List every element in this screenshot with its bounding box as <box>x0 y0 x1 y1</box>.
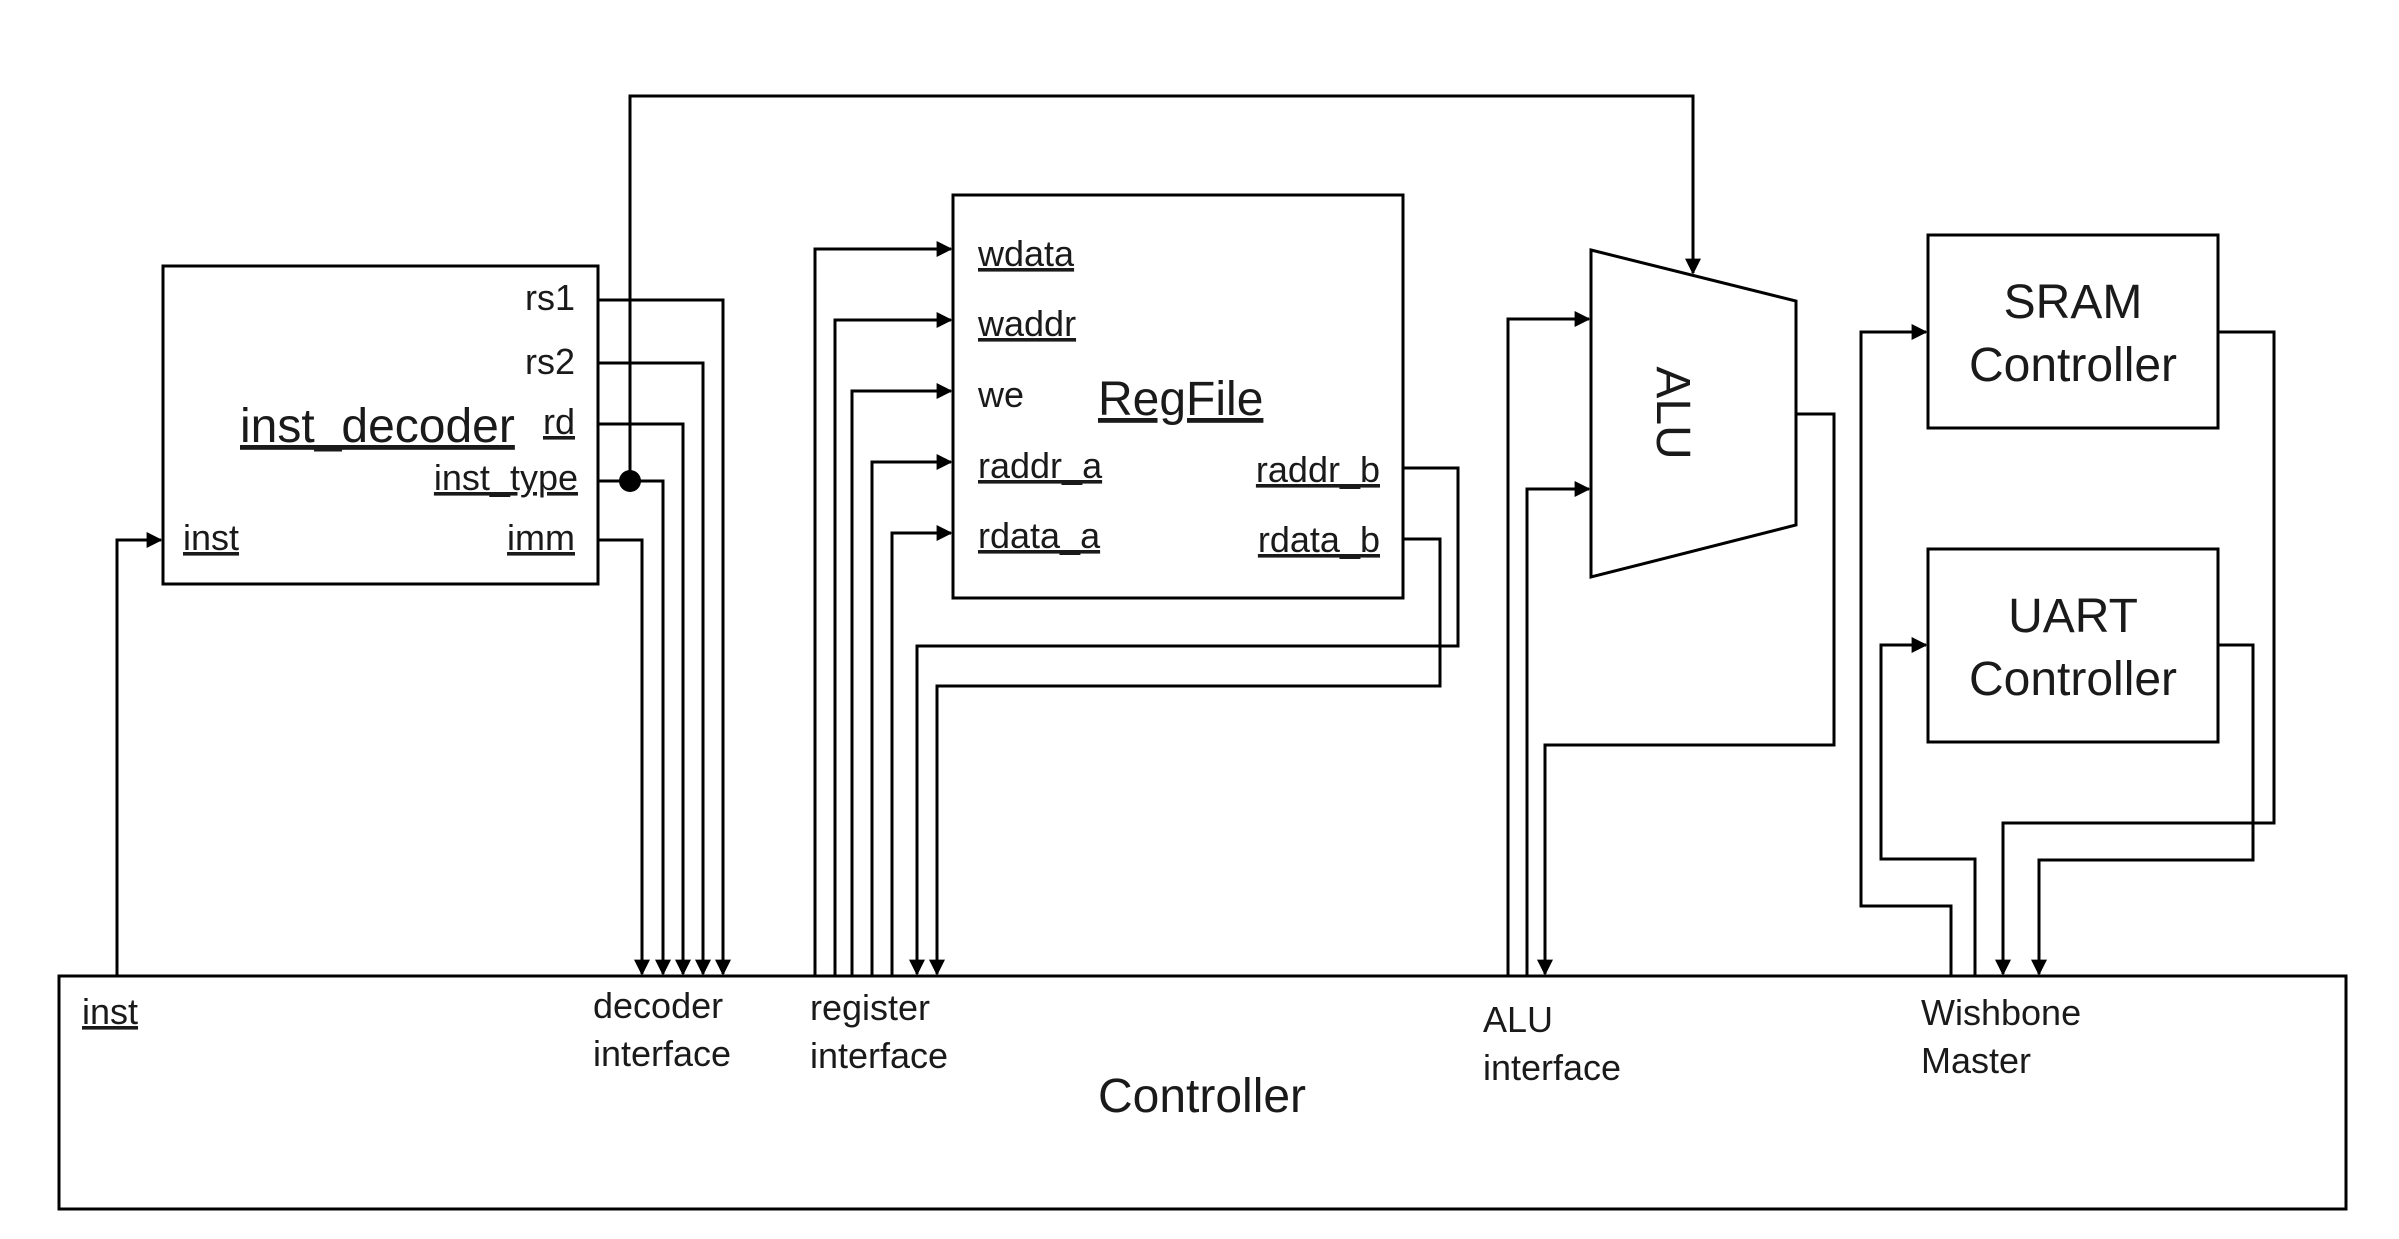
port-rs2: rs2 <box>525 341 575 382</box>
port-rs1: rs1 <box>525 277 575 318</box>
alu-interface-line1: ALU <box>1483 999 1553 1040</box>
port-rd: rd <box>543 401 575 442</box>
controller-port-inst: inst <box>82 991 138 1032</box>
sram-controller-block: SRAM Controller <box>1926 233 2220 430</box>
inst-decoder-box <box>161 264 600 586</box>
wire-rdata-b <box>929 537 1442 976</box>
port-raddr-a: raddr_a <box>978 445 1103 486</box>
wire-alu-in-b <box>1525 481 1591 976</box>
port-raddr-b: raddr_b <box>1256 449 1380 490</box>
alu-interface-line2: interface <box>1483 1047 1621 1088</box>
wire-rs1 <box>598 298 731 976</box>
port-rdata-b: rdata_b <box>1258 519 1380 560</box>
regfile-block: RegFile wdata waddr we raddr_a rdata_a r… <box>951 193 1405 600</box>
alu-trapezoid <box>1589 248 1798 579</box>
port-inst-type: inst_type <box>434 457 578 498</box>
port-we: we <box>977 374 1024 415</box>
wire-alu-in-a <box>1506 311 1591 976</box>
regfile-title: RegFile <box>1098 373 1263 426</box>
controller-block: Controller inst decoder interface regist… <box>57 974 2348 1211</box>
uart-title-line2: Controller <box>1969 653 2177 706</box>
wire-from-uart <box>2031 643 2255 976</box>
controller-box <box>57 974 2348 1211</box>
alu-title: ALU <box>1646 366 1699 459</box>
sram-title-line1: SRAM <box>2004 276 2143 329</box>
wire-from-sram <box>1995 330 2276 976</box>
sram-title-line2: Controller <box>1969 339 2177 392</box>
uart-controller-block: UART Controller <box>1926 547 2220 744</box>
uart-title-line1: UART <box>2008 590 2138 643</box>
wire-raddr-a <box>870 454 953 976</box>
sram-controller-box <box>1926 233 2220 430</box>
wire-rdata-a <box>890 525 953 976</box>
wire-wdata <box>813 241 953 976</box>
uart-controller-box <box>1926 547 2220 744</box>
wire-to-sram <box>1859 324 1953 976</box>
port-waddr: waddr <box>977 303 1076 344</box>
decoder-interface-line1: decoder <box>593 985 723 1026</box>
wire-alu-out <box>1537 412 1836 976</box>
wishbone-master-line1: Wishbone <box>1921 992 2081 1033</box>
wires <box>115 94 2276 976</box>
wire-to-uart <box>1879 637 1977 976</box>
wishbone-master-line2: Master <box>1921 1040 2031 1081</box>
port-rdata-a: rdata_a <box>978 515 1101 556</box>
junction-dot <box>619 470 641 492</box>
alu-block: ALU <box>1589 248 1798 579</box>
wire-waddr <box>833 312 953 976</box>
wire-inst-type <box>598 479 671 976</box>
inst-decoder-title: inst_decoder <box>240 400 515 453</box>
decoder-interface-line2: interface <box>593 1033 731 1074</box>
wire-raddr-b <box>909 466 1460 976</box>
wire-rs2 <box>598 361 711 976</box>
regfile-box <box>951 193 1405 600</box>
controller-title: Controller <box>1098 1070 1306 1123</box>
inst-decoder-block: inst_decoder rs1 rs2 rd inst_type imm in… <box>161 264 600 586</box>
register-interface-line2: interface <box>810 1035 948 1076</box>
wire-inst <box>115 532 163 976</box>
register-interface-line1: register <box>810 987 930 1028</box>
wire-imm <box>598 538 650 976</box>
port-inst: inst <box>183 517 239 558</box>
wire-we <box>850 383 953 976</box>
port-wdata: wdata <box>977 233 1075 274</box>
wire-inst-type-to-alu <box>628 94 1701 481</box>
wire-rd <box>598 422 691 976</box>
port-imm: imm <box>507 517 575 558</box>
